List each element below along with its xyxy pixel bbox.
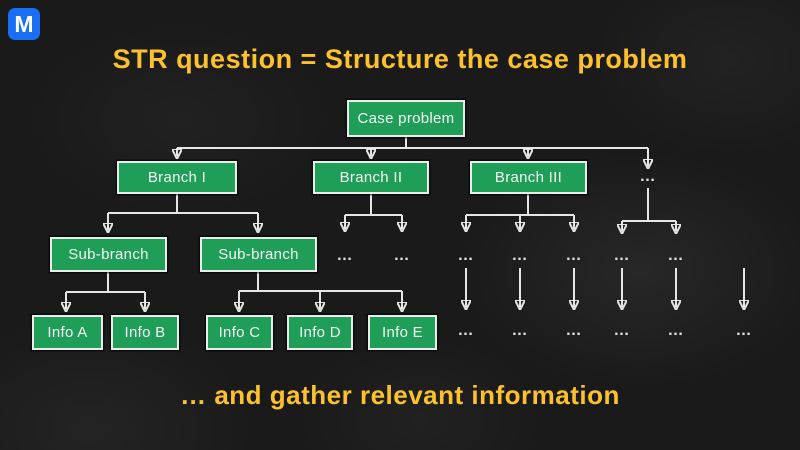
sub-ellipsis: … <box>667 247 685 264</box>
tree-node-branch-2: Branch II <box>313 161 429 194</box>
sub-ellipsis: … <box>393 247 411 264</box>
tree-node-case-problem: Case problem <box>347 100 465 137</box>
slide-title: STR question = Structure the case proble… <box>112 44 688 74</box>
sub-ellipsis: … <box>511 247 529 264</box>
bottom-ellipsis: … <box>667 322 685 339</box>
bottom-ellipsis: … <box>457 322 475 339</box>
branch-ellipsis: … <box>639 168 657 185</box>
tree-node-info-e: Info E <box>368 315 437 350</box>
sub-ellipsis: … <box>457 247 475 264</box>
brand-logo: M <box>8 8 40 40</box>
sub-ellipsis: … <box>613 247 631 264</box>
tree-node-info-c: Info C <box>206 315 273 350</box>
bottom-ellipsis: … <box>613 322 631 339</box>
sub-ellipsis: … <box>565 247 583 264</box>
brand-logo-letter: M <box>14 10 34 37</box>
tree-node-info-d: Info D <box>287 315 353 350</box>
tree-node-sub-branch-1: Sub-branch <box>50 237 167 272</box>
tree-node-branch-1: Branch I <box>117 161 237 194</box>
tree-node-sub-branch-2: Sub-branch <box>200 237 317 272</box>
bottom-ellipsis: … <box>735 322 753 339</box>
bottom-ellipsis: … <box>565 322 583 339</box>
tree-node-info-a: Info A <box>32 315 103 350</box>
tree-node-branch-3: Branch III <box>470 161 587 194</box>
sub-ellipsis: … <box>336 247 354 264</box>
bottom-ellipsis: … <box>511 322 529 339</box>
slide-footer: … and gather relevant information <box>180 380 620 410</box>
tree-node-info-b: Info B <box>111 315 179 350</box>
